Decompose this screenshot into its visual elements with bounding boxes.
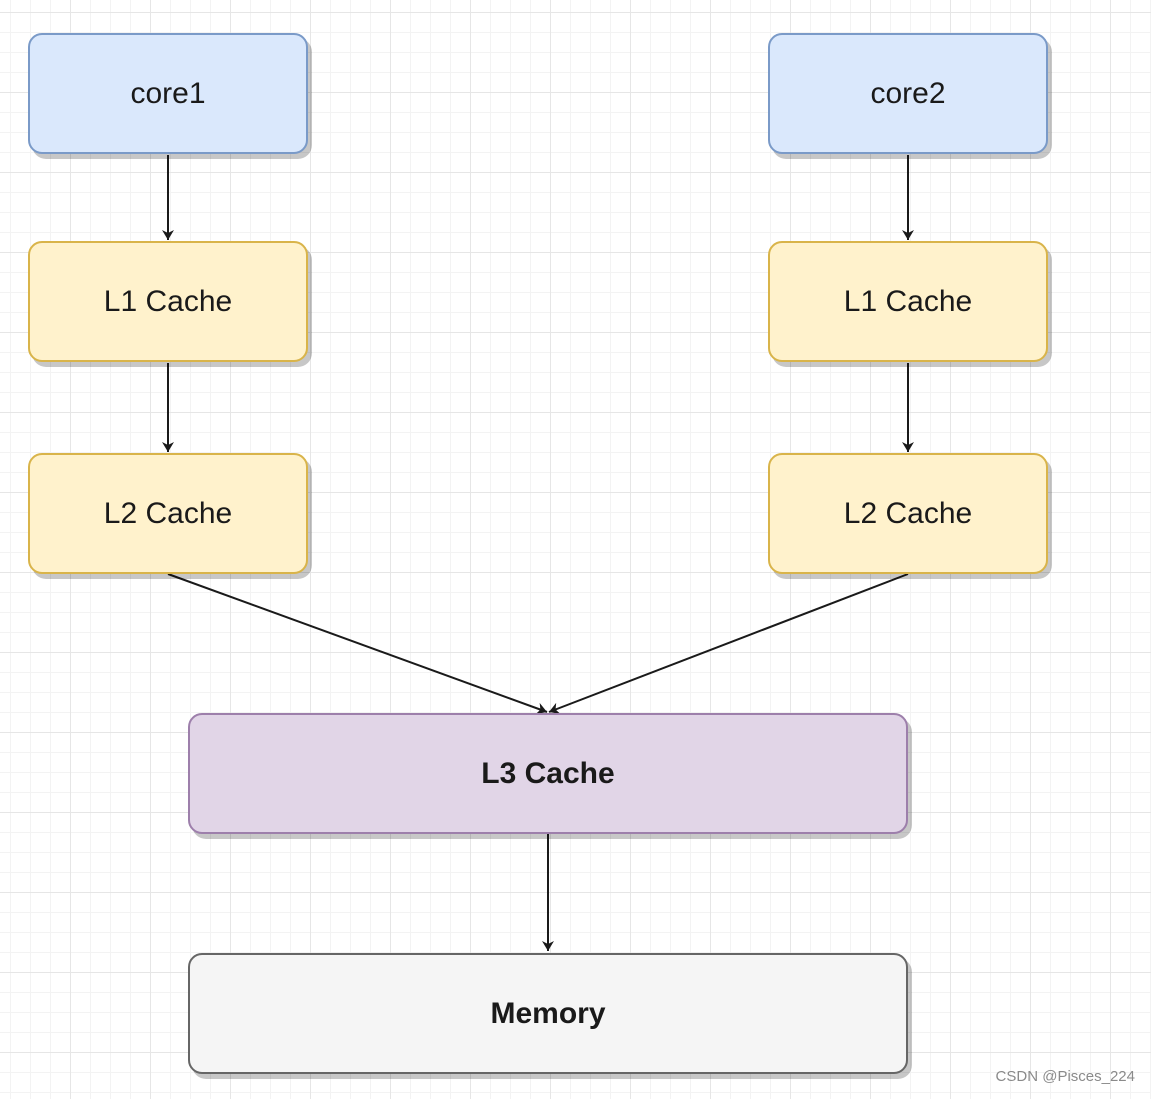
l2-cache-right-node: L2 Cache [768, 453, 1048, 574]
l3-cache-node: L3 Cache [188, 713, 908, 834]
core1-node: core1 [28, 33, 308, 154]
l2-cache-left-node: L2 Cache [28, 453, 308, 574]
memory-node: Memory [188, 953, 908, 1074]
l1-cache-right-label: L1 Cache [843, 284, 973, 318]
edge-l2-left-to-l3 [167, 573, 548, 715]
l2-cache-right-label: L2 Cache [843, 496, 973, 530]
l1-cache-left-node: L1 Cache [28, 241, 308, 362]
memory-label: Memory [490, 996, 606, 1030]
l3-cache-label: L3 Cache [481, 756, 615, 790]
watermark-text: CSDN @Pisces_224 [995, 1068, 1135, 1085]
core1-label: core1 [130, 76, 206, 110]
core2-label: core2 [870, 76, 946, 110]
l2-cache-left-label: L2 Cache [103, 496, 233, 530]
l1-cache-left-label: L1 Cache [103, 284, 233, 318]
edge-l2-right-to-l3 [548, 573, 909, 715]
l1-cache-right-node: L1 Cache [768, 241, 1048, 362]
core2-node: core2 [768, 33, 1048, 154]
